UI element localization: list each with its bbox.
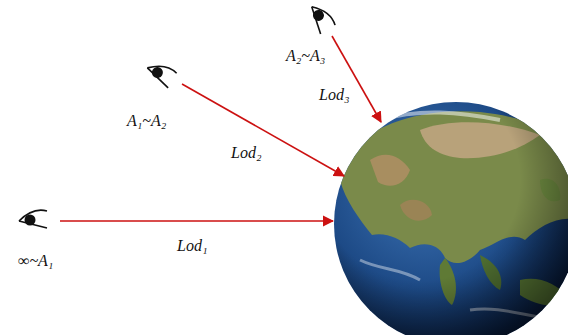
lod-label: Lod₃ [317, 85, 351, 105]
arrow [60, 220, 333, 222]
range-label: A₁~A₂ [125, 111, 168, 131]
eye-icon [19, 210, 47, 228]
range-label: ∞~A₁ [16, 251, 55, 271]
eye-icon [144, 58, 177, 87]
eye-icons [19, 1, 336, 228]
range-label: A₂~A₃ [284, 46, 327, 66]
lod-label: Lod₂ [229, 143, 263, 163]
earth-globe [334, 102, 568, 335]
lod-label: Lod₁ [175, 236, 209, 256]
view-arrows [60, 36, 381, 221]
arrow [332, 36, 381, 122]
eye-icon [306, 1, 336, 34]
